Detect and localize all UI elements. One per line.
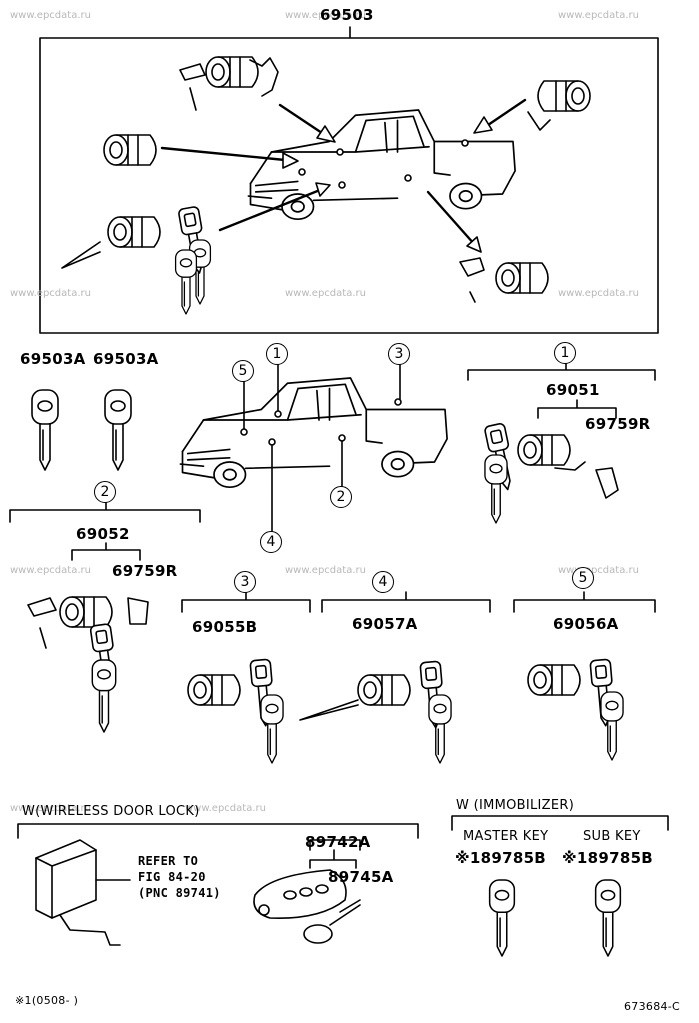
watermark: www.epcdata.ru: [10, 565, 91, 576]
key-part-number-left[interactable]: 69503A: [20, 350, 86, 368]
footnote: ※1(0508- ): [15, 994, 79, 1007]
remote-part-number[interactable]: 89742A: [305, 833, 371, 851]
callout-3: 3: [388, 343, 410, 365]
master-key-label: MASTER KEY: [463, 829, 549, 844]
watermark: www.epcdata.ru: [285, 288, 366, 299]
callout-1: 1: [266, 343, 288, 365]
figure-code: 673684-C: [624, 1000, 681, 1013]
remote-sub-part-number[interactable]: 89745A: [328, 868, 394, 886]
sub-key-label: SUB KEY: [583, 829, 641, 844]
group-4-part-number[interactable]: 69057A: [352, 615, 418, 633]
watermark: www.epcdata.ru: [285, 565, 366, 576]
group-3-part-number[interactable]: 69055B: [192, 618, 258, 636]
group-4-callout: 4: [372, 571, 394, 593]
sub-key-part-number[interactable]: ※189785B: [562, 849, 654, 867]
group-3-callout: 3: [234, 571, 256, 593]
assembly-part-number[interactable]: 69503: [320, 6, 374, 24]
group-2-sub-part-number[interactable]: 69759R: [112, 562, 178, 580]
watermark: www.epcdata.ru: [10, 288, 91, 299]
watermark: www.epcdata.ru: [10, 10, 91, 21]
group-1-callout: 1: [554, 342, 576, 364]
refer-line-2: FIG 84-20: [138, 870, 206, 884]
watermark: www.epcdata.ru: [558, 10, 639, 21]
group-5-part-number[interactable]: 69056A: [553, 615, 619, 633]
watermark: www.epcdata.ru: [558, 288, 639, 299]
immobilizer-section-title: W (IMMOBILIZER): [456, 798, 575, 813]
master-key-part-number[interactable]: ※189785B: [455, 849, 547, 867]
wireless-section-title: W(WIRELESS DOOR LOCK): [22, 804, 200, 819]
watermark: www.epcdata.ru: [285, 10, 366, 21]
watermark: www.epcdata.ru: [10, 803, 91, 814]
group-2-part-number[interactable]: 69052: [76, 525, 130, 543]
group-2-callout: 2: [94, 481, 116, 503]
refer-line-3: (PNC 89741): [138, 886, 221, 900]
key-part-number-right[interactable]: 69503A: [93, 350, 159, 368]
group-1-part-number[interactable]: 69051: [546, 381, 600, 399]
callout-2: 2: [330, 486, 352, 508]
callout-4: 4: [260, 531, 282, 553]
group-5-callout: 5: [572, 567, 594, 589]
group-1-sub-part-number[interactable]: 69759R: [585, 415, 651, 433]
watermark: www.epcdata.ru: [185, 803, 266, 814]
refer-line-1: REFER TO: [138, 854, 199, 868]
watermark: www.epcdata.ru: [558, 565, 639, 576]
callout-5: 5: [232, 360, 254, 382]
